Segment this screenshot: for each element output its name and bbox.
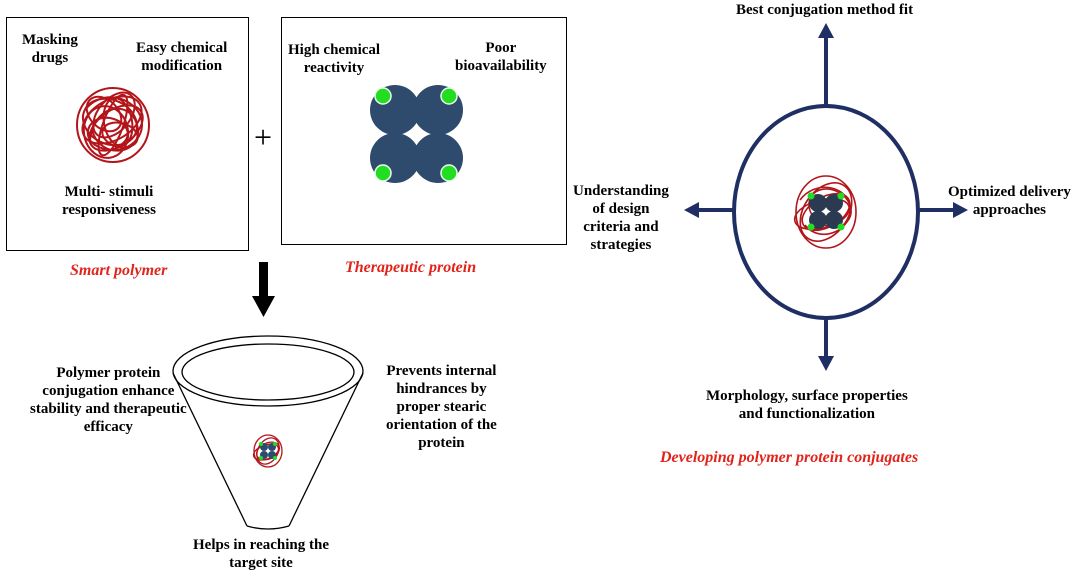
easy-chemical-modification-label: Easy chemical modification (136, 40, 228, 74)
funnel-icon (172, 335, 364, 530)
conjugate-circle (732, 104, 920, 320)
poor-bioavailability-label: Poor bioavailability (455, 40, 547, 74)
high-chemical-reactivity-label: High chemical reactivity (288, 42, 381, 76)
optimized-delivery-label: Optimized delivery approaches (948, 184, 1071, 218)
morphology-surface-properties-label: Morphology, surface properties and funct… (706, 388, 908, 422)
understanding-design-criteria-label: Understanding of design criteria and str… (573, 183, 669, 253)
masking-drugs-label: Masking drugs (22, 32, 78, 66)
circle-conjugate-icon (793, 175, 857, 249)
therapeutic-protein-caption: Therapeutic protein (345, 259, 477, 276)
four-direction-arrows (684, 23, 968, 371)
best-conjugation-method-label: Best conjugation method fit (736, 2, 914, 18)
protein-tetramer-icon (370, 85, 463, 183)
therapeutic-protein-box (281, 17, 567, 245)
funnel-conjugate-icon (252, 434, 283, 468)
smart-polymer-caption: Smart polymer (70, 262, 168, 279)
plus-sign: + (254, 119, 272, 155)
multi-stimuli-label: Multi- stimuli responsiveness (62, 184, 156, 218)
prevents-internal-hindrances-label: Prevents internal hindrances by proper s… (386, 363, 497, 451)
developing-conjugates-caption: Developing polymer protein conjugates (660, 449, 919, 466)
conjugation-enhance-stability-label: Polymer protein conjugation enhance stab… (30, 365, 187, 435)
polymer-coil-icon (76, 87, 150, 163)
reaching-target-site-label: Helps in reaching the target site (193, 537, 329, 571)
down-arrow-icon (252, 262, 275, 317)
